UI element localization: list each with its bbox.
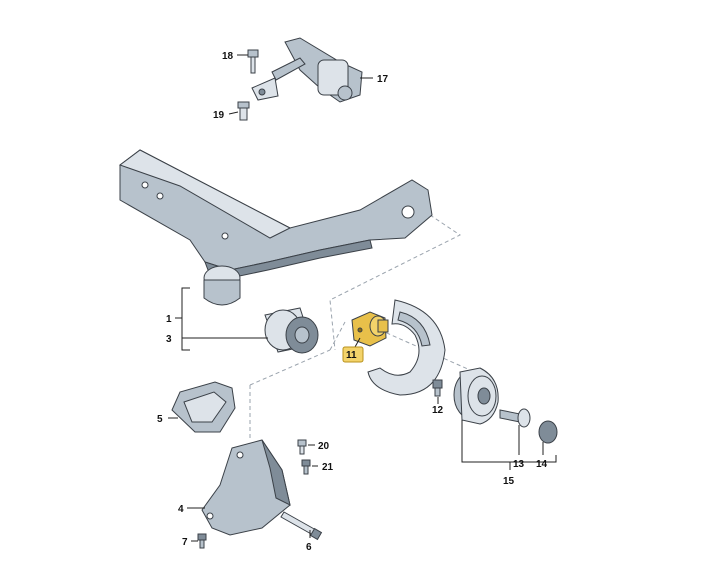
bolt-20 xyxy=(297,439,307,455)
callout-3: 3 xyxy=(166,334,172,345)
callout-12: 12 xyxy=(432,405,444,416)
brake-backing-plate xyxy=(367,299,446,396)
cover-plate-5 xyxy=(171,381,236,433)
dust-cap-14 xyxy=(538,420,558,444)
bushing-19 xyxy=(237,101,250,121)
callout-11-badge: 11 xyxy=(342,346,364,363)
callout-20: 20 xyxy=(318,441,330,452)
level-sensor-assembly xyxy=(251,37,363,103)
callout-4: 4 xyxy=(178,504,184,515)
rear-axle-beam xyxy=(118,149,433,306)
callout-14: 14 xyxy=(536,459,548,470)
bolt-18 xyxy=(247,49,259,74)
callout-1: 1 xyxy=(166,314,172,325)
callout-13: 13 xyxy=(513,459,525,470)
rubber-bushing xyxy=(264,307,319,354)
bolt-12 xyxy=(432,379,443,397)
callout-21: 21 xyxy=(322,462,334,473)
callout-7: 7 xyxy=(182,537,188,548)
stub-axle-highlighted xyxy=(351,311,389,347)
callout-11: 11 xyxy=(346,350,357,361)
callout-15: 15 xyxy=(503,476,515,487)
callout-17: 17 xyxy=(377,74,389,85)
bolt-21 xyxy=(301,459,311,475)
long-bolt-6 xyxy=(280,511,323,541)
leader-lines xyxy=(168,54,557,542)
callout-18: 18 xyxy=(222,51,234,62)
callout-6: 6 xyxy=(306,542,312,553)
callout-19: 19 xyxy=(213,110,225,121)
mounting-bracket-4 xyxy=(201,439,291,536)
wheel-hub xyxy=(453,367,499,425)
bolt-7 xyxy=(197,533,207,549)
hub-bolt-13 xyxy=(499,408,531,428)
callout-5: 5 xyxy=(157,414,163,425)
